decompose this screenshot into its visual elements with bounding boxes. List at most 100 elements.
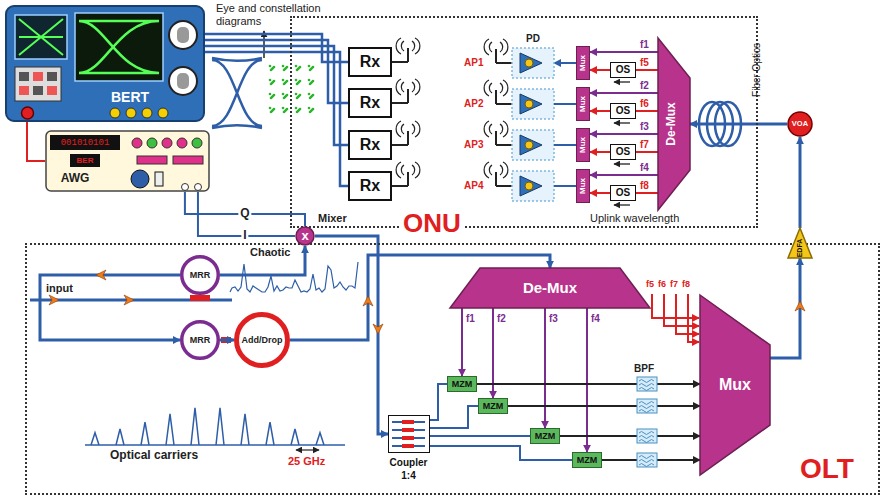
direction-arrow — [614, 163, 630, 164]
knob — [169, 67, 197, 95]
antenna-waves — [396, 79, 420, 95]
text-label: Uplink wavelength — [590, 212, 679, 225]
constellation-point — [297, 110, 300, 113]
antenna-mast — [407, 172, 409, 186]
node-text: Rx — [360, 94, 380, 112]
flow-arrow-head — [795, 301, 805, 311]
wire — [554, 185, 576, 187]
connector — [205, 40, 348, 103]
text-label: f4 — [640, 162, 649, 174]
node-text: Rx — [360, 136, 380, 154]
slider — [155, 172, 163, 186]
microring-resonator: MRR — [180, 255, 220, 295]
outline — [296, 227, 314, 245]
antenna-waves — [484, 162, 508, 178]
voa-circle: VOA — [787, 111, 813, 137]
constellation-point — [286, 108, 289, 111]
constellation-point — [269, 65, 272, 68]
constellation-point — [283, 83, 286, 86]
node-text: Add/Drop — [242, 335, 283, 345]
chaotic-signal — [230, 262, 358, 292]
wire — [496, 144, 512, 146]
constellation-point — [312, 108, 315, 111]
outline — [450, 268, 650, 308]
mixer-circle: x — [295, 226, 315, 246]
flow-arrow — [49, 295, 59, 305]
node-text: OS — [616, 187, 630, 199]
connector — [590, 151, 610, 153]
button — [126, 108, 136, 118]
antenna-waves — [484, 121, 508, 137]
node-text: OLT — [800, 453, 854, 485]
mux-box: Mux — [576, 46, 590, 80]
band-pass-filter — [637, 399, 657, 413]
constellation-point — [269, 93, 272, 96]
node-text: BERT — [111, 89, 149, 105]
direction-arrow — [614, 122, 630, 123]
constellation-point — [286, 80, 289, 83]
optical-carrier-line — [166, 414, 174, 445]
constellation-point — [298, 95, 301, 98]
constellation-point — [295, 93, 298, 96]
bert-body — [6, 6, 204, 121]
display — [70, 154, 100, 167]
optical-switch-box: OS — [610, 185, 636, 201]
constellation-point — [299, 80, 302, 83]
constellation-point — [272, 67, 275, 70]
key — [47, 72, 57, 81]
constellation-point — [312, 66, 315, 69]
node-text: MRR — [190, 270, 211, 280]
filter-symbol — [639, 402, 654, 413]
flow-arrow-head — [373, 324, 383, 334]
onu-region: ONURxRxRxRxPDMuxMuxMuxMuxOSOSOSOSDe-Mux — [290, 16, 758, 228]
wire — [392, 144, 408, 146]
photodiode-symbol — [525, 100, 533, 108]
connector — [770, 258, 800, 358]
uplink-wavelength-line — [688, 294, 699, 342]
antenna-mast — [495, 49, 497, 63]
connector — [590, 69, 610, 71]
waveguide — [392, 445, 425, 447]
band-pass-filter — [637, 453, 657, 467]
optical-carrier-line — [241, 414, 249, 445]
node-text: MZM — [452, 379, 473, 389]
receiver-box: Rx — [348, 88, 392, 118]
connector — [590, 92, 658, 94]
connector — [205, 52, 348, 186]
modulator-box: MZM — [478, 398, 508, 414]
node-text: OS — [616, 146, 630, 158]
node-text: Mux — [719, 376, 751, 394]
connector — [430, 435, 530, 437]
text-label: f1 — [640, 39, 649, 51]
constellation-point — [308, 65, 311, 68]
text-label: f2 — [640, 80, 649, 92]
constellation-point — [284, 82, 287, 85]
antenna-waves — [396, 121, 420, 137]
node-text: BER — [77, 156, 94, 165]
text-label: f8 — [640, 180, 649, 192]
constellation-point — [298, 109, 301, 112]
flow-arrow-head — [363, 296, 373, 306]
constellation-point — [310, 110, 313, 113]
outline — [700, 295, 770, 475]
outline — [788, 228, 812, 258]
text-label: Mixer — [318, 212, 347, 225]
text-label: f3 — [640, 121, 649, 133]
connector — [185, 192, 305, 226]
connector — [590, 110, 610, 112]
constellation-point — [283, 97, 286, 100]
wire — [554, 144, 576, 146]
optical-carrier-line — [91, 433, 99, 445]
signal-label: I — [241, 229, 248, 243]
wire — [496, 103, 512, 105]
node-text: Coupler — [390, 457, 428, 469]
constellation-point — [272, 109, 275, 112]
antenna-mast — [495, 172, 497, 186]
node-text: 001010101 — [61, 137, 110, 147]
node-text: Mux — [578, 178, 587, 194]
node-text: De-Mux — [665, 102, 679, 145]
flow-arrow — [124, 295, 134, 305]
coupling-bar — [402, 420, 414, 424]
flow-arrow — [795, 301, 805, 311]
